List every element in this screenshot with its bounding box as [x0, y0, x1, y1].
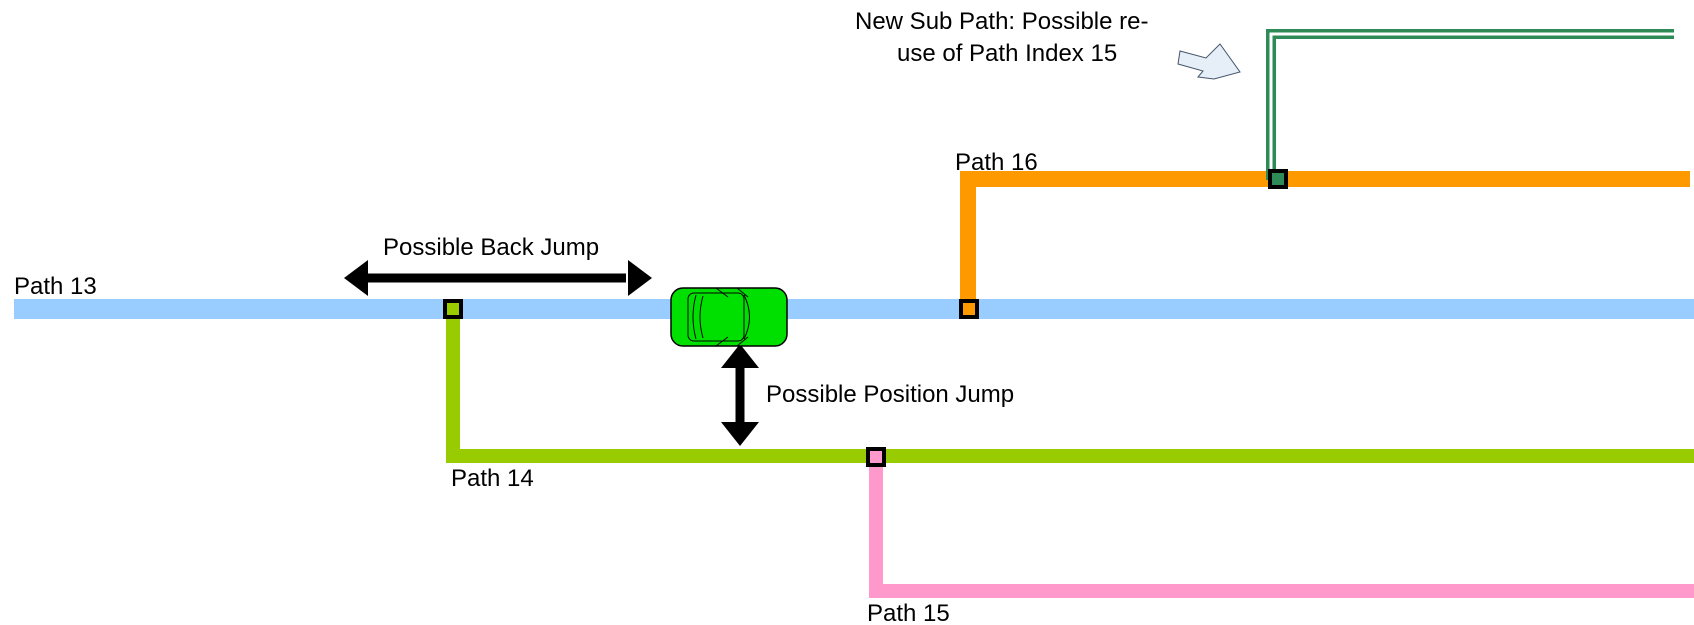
new-sub-path-line — [1266, 29, 1674, 180]
junction-node-sub-path — [1268, 169, 1288, 189]
path-15-line — [869, 456, 1694, 598]
path-13-label: Path 13 — [14, 273, 97, 300]
path-14-label: Path 14 — [451, 465, 534, 492]
back-jump-label: Possible Back Jump — [383, 234, 599, 261]
new-sub-path-label-line2: use of Path Index 15 — [897, 40, 1117, 67]
path-14-line — [446, 309, 1694, 463]
callout-arrow-icon — [1177, 43, 1241, 80]
junction-node-path15 — [866, 447, 886, 467]
path-15-label: Path 15 — [867, 600, 950, 625]
new-sub-path-label-line1: New Sub Path: Possible re- — [855, 8, 1148, 35]
path-16-label: Path 16 — [955, 149, 1038, 176]
car-icon — [670, 287, 788, 347]
position-jump-arrow — [721, 344, 759, 446]
junction-node-path14 — [443, 299, 463, 319]
junction-node-path16 — [959, 299, 979, 319]
path-16-line — [960, 171, 1690, 309]
position-jump-label: Possible Position Jump — [766, 381, 1014, 408]
back-jump-arrow — [344, 260, 652, 296]
